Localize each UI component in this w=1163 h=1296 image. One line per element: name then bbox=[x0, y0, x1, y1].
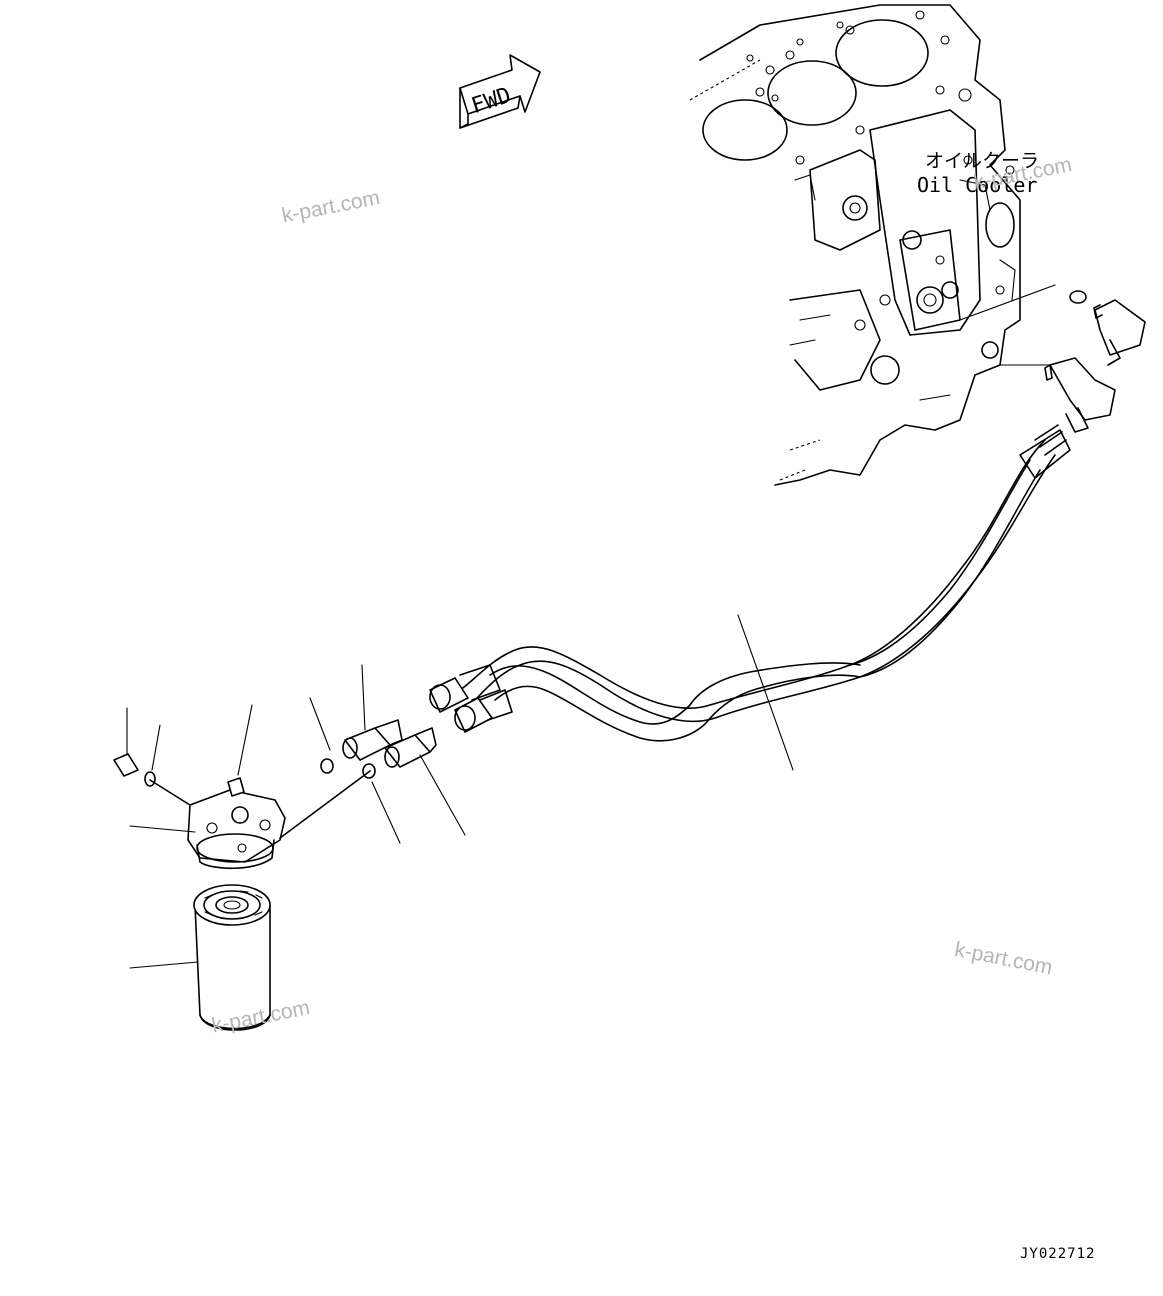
drawing-number: JY022712 bbox=[1020, 1246, 1096, 1262]
oil-hoses bbox=[429, 424, 1071, 742]
oil-filter-cartridge bbox=[193, 884, 271, 1031]
adapters bbox=[320, 719, 437, 779]
cooler-elbows bbox=[959, 284, 1146, 433]
filter-head bbox=[113, 753, 371, 870]
oil-cooler-label-jp: オイルクーラ bbox=[925, 150, 1040, 172]
engine-block bbox=[689, 4, 1021, 486]
leader-lines bbox=[126, 614, 794, 969]
fwd-arrow-icon: FWD bbox=[459, 54, 541, 129]
oil-cooler-label-en: Oil Cooler bbox=[917, 173, 1038, 197]
